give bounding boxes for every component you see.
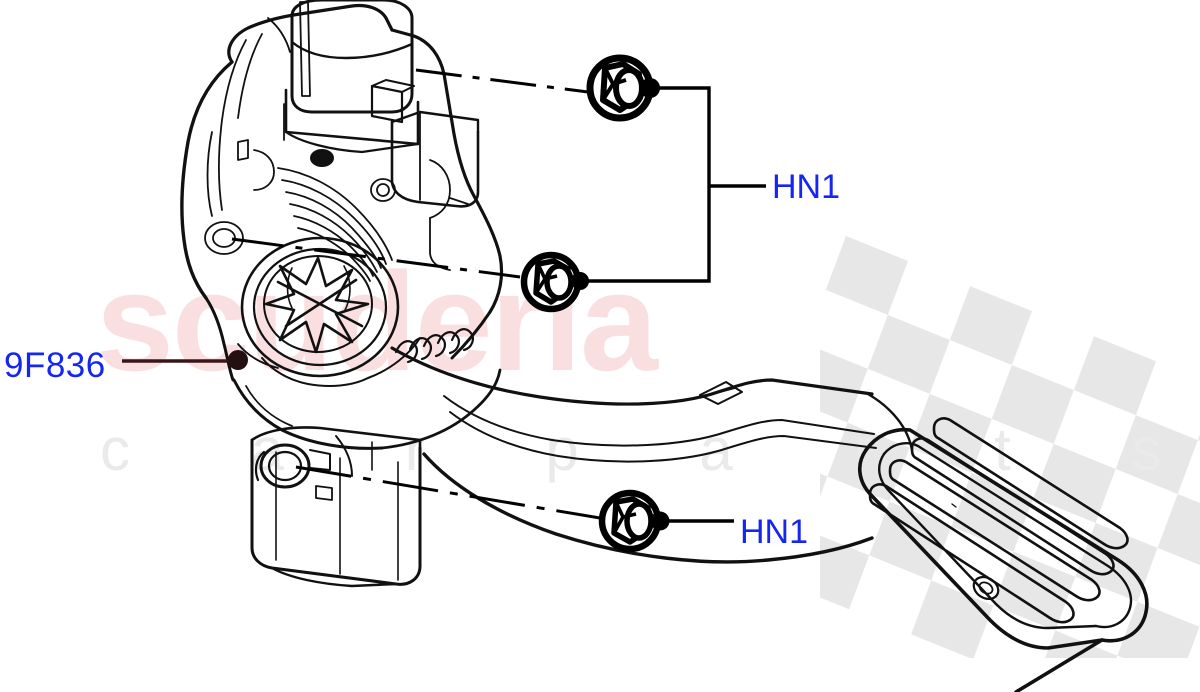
pedal-pivot-spring-hub — [240, 236, 400, 378]
leader-dashdot-middle — [231, 237, 521, 279]
part-label-9f836[interactable]: 9F836 — [4, 346, 106, 385]
leader-dashdot-top — [415, 68, 589, 94]
part-label-hn1-bottom[interactable]: HN1 — [740, 513, 809, 551]
pedal-sensor-connector — [284, 0, 480, 208]
leader-dashdot-bottom — [295, 465, 601, 520]
leader-hn1-bottom — [650, 511, 734, 531]
pedal-bracket-housing — [180, 3, 504, 382]
hex-flange-nut-icon-middle — [520, 251, 582, 313]
hex-flange-nut-icon-bottom — [598, 489, 662, 553]
hn1-bracket — [571, 78, 766, 290]
pedal-pad — [858, 417, 1149, 692]
checkered-flag-icon — [820, 236, 1200, 658]
leader-9f836 — [122, 350, 248, 370]
part-label-hn1-top[interactable]: HN1 — [772, 168, 841, 206]
